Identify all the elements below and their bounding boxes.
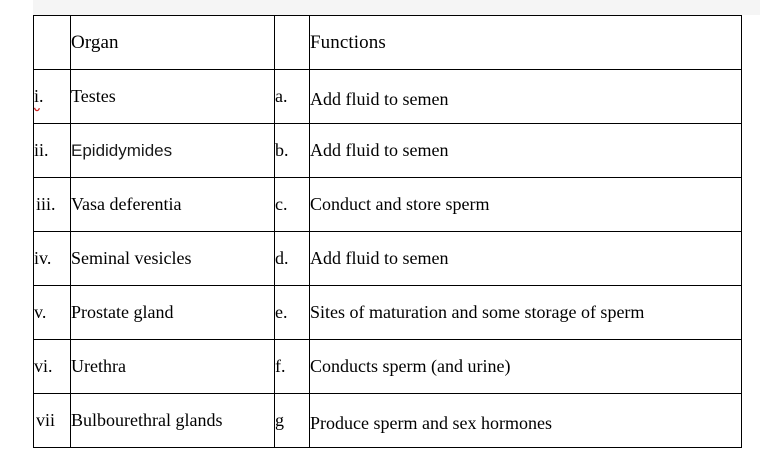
row-function-cell: Conducts sperm (and urine) xyxy=(309,339,742,394)
row-organ-label: Testes xyxy=(71,86,116,106)
table-row: vii Bulbourethral glands g Produce sperm… xyxy=(33,393,742,448)
row-numeral-cell: v. xyxy=(33,285,71,340)
row-function-cell: Add fluid to semen xyxy=(309,69,742,124)
row-numeral-label: ii. xyxy=(34,140,49,160)
row-function-label: Add fluid to semen xyxy=(310,248,449,268)
row-numeral-label: iii. xyxy=(36,194,56,214)
table-row: i. Testes a. Add fluid to semen xyxy=(33,69,742,124)
table-row: iii. Vasa deferentia c. Conduct and stor… xyxy=(33,177,742,232)
row-numeral-cell: i. xyxy=(33,69,71,124)
spellcheck-squiggle-icon xyxy=(34,107,45,112)
row-function-label: Conduct and store sperm xyxy=(310,194,490,214)
row-organ-cell: Bulbourethral glands xyxy=(70,393,275,448)
row-function-label: Produce sperm and sex hormones xyxy=(310,412,552,433)
row-function-cell: Sites of maturation and some storage of … xyxy=(309,285,742,340)
row-numeral-cell: vii xyxy=(33,393,71,448)
row-function-cell: Conduct and store sperm xyxy=(309,177,742,232)
row-letter-label: e. xyxy=(275,302,288,322)
matching-table-container: Organ Functions i. Testes a. xyxy=(33,15,742,448)
row-organ-label: Seminal vesicles xyxy=(71,248,192,268)
row-numeral-cell: vi. xyxy=(33,339,71,394)
row-numeral-cell: iii. xyxy=(33,177,71,232)
table-row: iv. Seminal vesicles d. Add fluid to sem… xyxy=(33,231,742,286)
row-organ-cell: Prostate gland xyxy=(70,285,275,340)
row-organ-cell: Vasa deferentia xyxy=(70,177,275,232)
row-numeral-cell: ii. xyxy=(33,123,71,178)
row-organ-cell: Testes xyxy=(70,69,275,124)
row-letter-cell: a. xyxy=(274,69,310,124)
row-organ-label: Vasa deferentia xyxy=(71,194,182,214)
row-function-cell: Add fluid to semen xyxy=(309,231,742,286)
row-numeral-label: i. xyxy=(34,86,44,106)
header-functions-label: Functions xyxy=(310,31,386,53)
top-banner-strip xyxy=(33,0,760,15)
row-letter-label: g xyxy=(275,410,284,430)
row-letter-label: a. xyxy=(275,86,288,106)
row-letter-cell: b. xyxy=(274,123,310,178)
row-numeral-cell: iv. xyxy=(33,231,71,286)
header-numeral-cell xyxy=(33,15,71,70)
organ-function-matching-table: Organ Functions i. Testes a. xyxy=(33,15,742,448)
row-organ-cell: Seminal vesicles xyxy=(70,231,275,286)
row-letter-label: c. xyxy=(275,194,288,214)
row-letter-cell: d. xyxy=(274,231,310,286)
row-letter-cell: e. xyxy=(274,285,310,340)
table-row: ii. Epididymides b. Add fluid to semen xyxy=(33,123,742,178)
header-letter-cell xyxy=(274,15,310,70)
row-organ-cell: Epididymides xyxy=(70,123,275,178)
row-numeral-label: v. xyxy=(34,302,47,322)
row-function-label: Add fluid to semen xyxy=(310,88,449,109)
row-letter-cell: g xyxy=(274,393,310,448)
row-numeral-label: iv. xyxy=(34,248,52,268)
table-row: vi. Urethra f. Conducts sperm (and urine… xyxy=(33,339,742,394)
row-organ-label: Epididymides xyxy=(71,140,173,160)
header-functions-cell: Functions xyxy=(309,15,742,70)
row-function-cell: Produce sperm and sex hormones xyxy=(309,393,742,448)
row-organ-label: Urethra xyxy=(71,356,126,376)
table-row: v. Prostate gland e. Sites of maturation… xyxy=(33,285,742,340)
table-body: Organ Functions i. Testes a. xyxy=(33,15,742,448)
row-organ-label: Prostate gland xyxy=(71,302,174,322)
row-function-label: Sites of maturation and some storage of … xyxy=(310,302,645,322)
row-function-label: Conducts sperm (and urine) xyxy=(310,356,511,376)
row-letter-cell: f. xyxy=(274,339,310,394)
row-function-label: Add fluid to semen xyxy=(310,140,449,160)
header-organ-cell: Organ xyxy=(70,15,275,70)
row-letter-label: f. xyxy=(275,356,286,376)
row-numeral-label: vi. xyxy=(34,356,53,376)
row-organ-cell: Urethra xyxy=(70,339,275,394)
table-header-row: Organ Functions xyxy=(33,15,742,70)
row-numeral-text-wrap: i. xyxy=(34,86,44,112)
row-letter-label: b. xyxy=(275,140,289,160)
row-letter-label: d. xyxy=(275,248,289,268)
row-function-cell: Add fluid to semen xyxy=(309,123,742,178)
header-organ-label: Organ xyxy=(71,31,119,53)
row-numeral-label: vii xyxy=(36,410,56,430)
row-letter-cell: c. xyxy=(274,177,310,232)
row-organ-label: Bulbourethral glands xyxy=(71,410,223,430)
